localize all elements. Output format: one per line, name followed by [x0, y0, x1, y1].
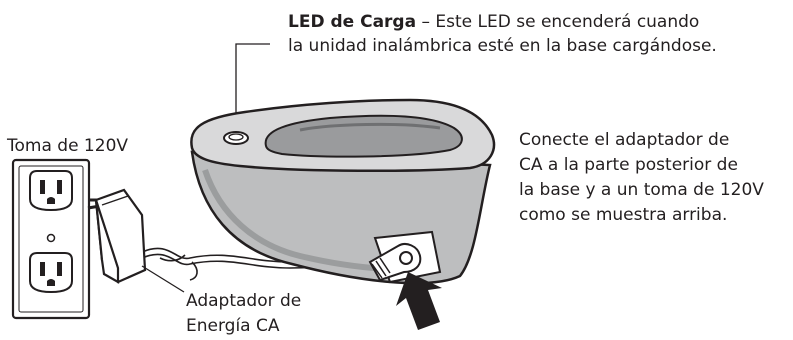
adapter-leader [141, 265, 185, 293]
adapter-label-line: Energía CA [186, 316, 280, 336]
led-callout-line2: la unidad inalámbrica esté en la base ca… [288, 36, 717, 56]
charging-base [190, 98, 496, 285]
led-callout-text: LED de Carga – Este LED se encenderá cua… [288, 10, 717, 58]
instruction-line: como se muestra arriba. [519, 205, 728, 225]
instruction-line: la base y a un toma de 120V [519, 180, 764, 200]
instruction-line: CA a la parte posterior de [519, 155, 738, 175]
outlet-label: Toma de 120V [7, 136, 129, 156]
led-callout-line1: – Este LED se encenderá cuando [416, 12, 700, 32]
instruction-line: Conecte el adaptador de [519, 130, 730, 150]
adapter-label-line: Adaptador de [186, 291, 302, 311]
pointer-arrow [396, 272, 442, 330]
power-jack [368, 230, 442, 284]
outlet-top-receptacle [29, 170, 73, 212]
connection-instructions: Conecte el adaptador de CA a la parte po… [519, 128, 764, 228]
wall-outlet [11, 158, 91, 320]
led-callout-title: LED de Carga [288, 12, 417, 32]
ac-adapter [87, 188, 147, 284]
adapter-label: Adaptador de Energía CA [186, 289, 301, 339]
outlet-bottom-receptacle [29, 252, 73, 294]
led-callout-leader [235, 43, 270, 130]
